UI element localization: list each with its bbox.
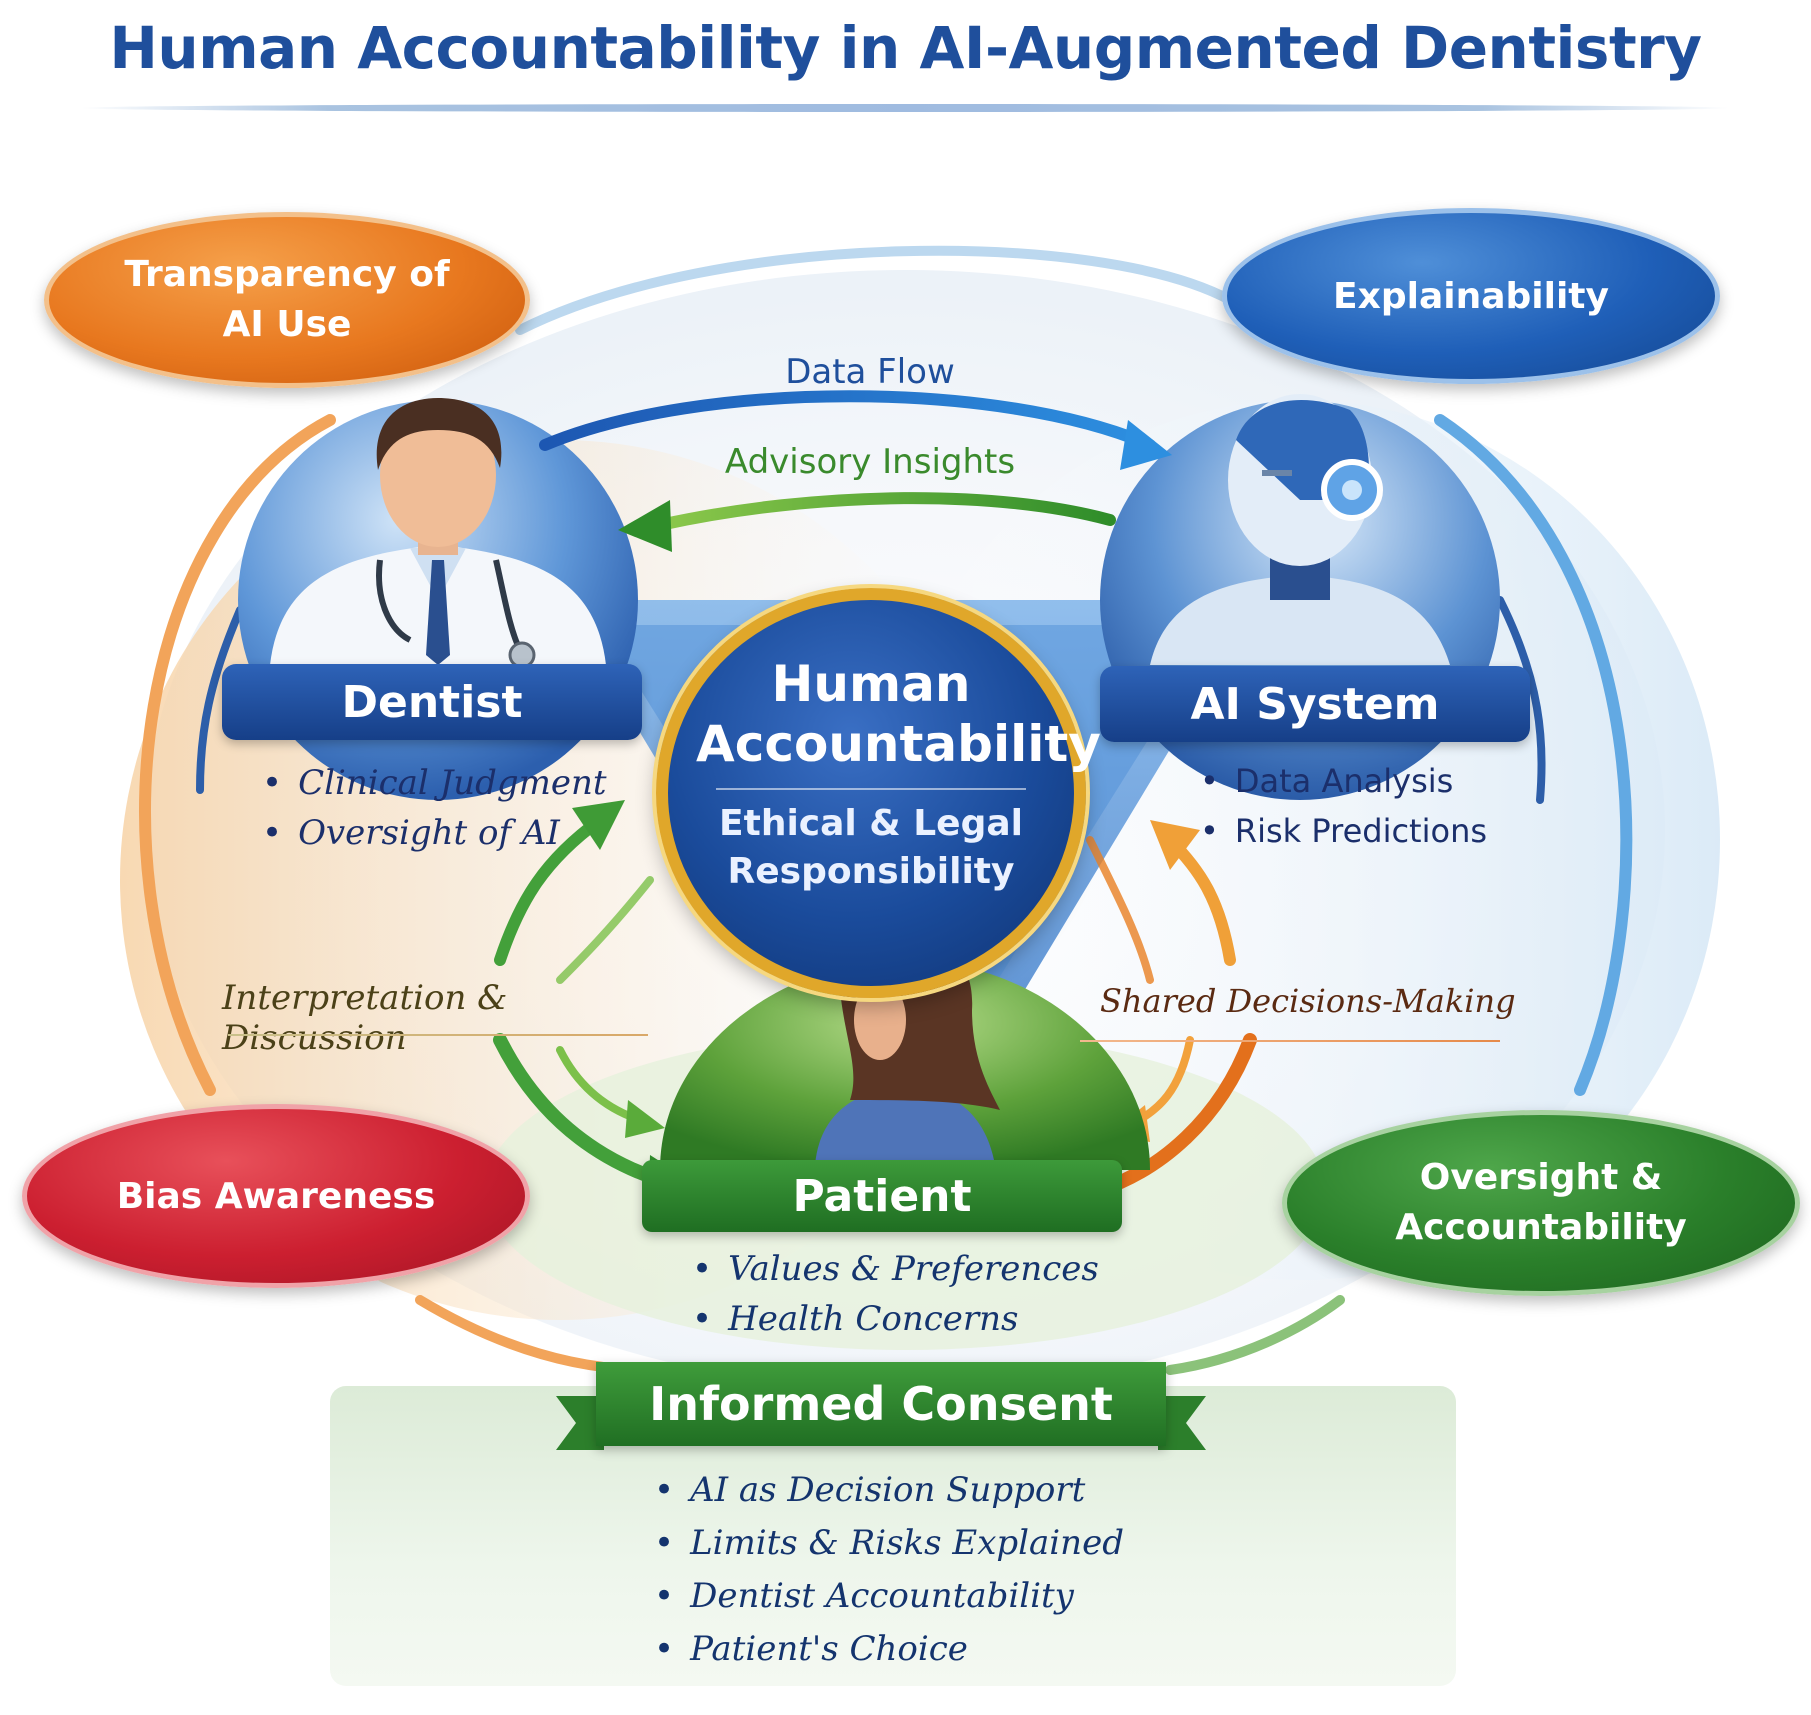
list-item: Dentist Accountability <box>654 1570 1174 1623</box>
patient-label: Patient <box>792 1170 972 1222</box>
informed-consent-label: Informed Consent <box>649 1377 1113 1431</box>
consent-ribbon-tails <box>556 1396 1206 1450</box>
list-item: Values & Preferences <box>692 1244 1112 1294</box>
dentist-banner: Dentist <box>222 664 642 740</box>
title-divider <box>80 104 1730 112</box>
patient-bullets: Values & Preferences Health Concerns <box>692 1244 1112 1344</box>
list-item: Data Analysis <box>1200 756 1600 806</box>
explainability-label: Explainability <box>1333 275 1609 317</box>
ai-system-label: AI System <box>1190 678 1440 730</box>
interpretation-discussion-label: Interpretation & Discussion <box>222 978 508 1058</box>
interpretation-divider <box>228 1034 648 1036</box>
dentist-label: Dentist <box>341 676 523 728</box>
shared-decisions-divider <box>1080 1040 1500 1042</box>
oversight-label: Oversight & Accountability <box>1395 1157 1687 1248</box>
center-title: Human Accountability <box>696 655 1101 773</box>
bias-awareness-oval: Bias Awareness <box>22 1104 530 1288</box>
explainability-oval: Explainability <box>1222 208 1720 384</box>
dentist-avatar <box>270 398 606 669</box>
oversight-oval: Oversight & Accountability <box>1282 1110 1800 1296</box>
dentist-bullets: Clinical Judgment Oversight of AI <box>262 758 622 858</box>
informed-consent-banner: Informed Consent <box>596 1362 1166 1446</box>
data-flow-label: Data Flow <box>785 352 955 392</box>
bias-awareness-label: Bias Awareness <box>116 1175 436 1217</box>
patient-banner: Patient <box>642 1160 1122 1232</box>
list-item: Oversight of AI <box>262 808 622 858</box>
list-item: Limits & Risks Explained <box>654 1517 1174 1570</box>
ai-system-banner: AI System <box>1100 666 1530 742</box>
shared-decisions-label: Shared Decisions-Making <box>1100 982 1516 1020</box>
ai-robot-avatar <box>1150 394 1450 665</box>
list-item: AI as Decision Support <box>654 1464 1174 1517</box>
list-item: Patient's Choice <box>654 1623 1174 1676</box>
list-item: Risk Predictions <box>1200 806 1600 856</box>
ai-system-bullets: Data Analysis Risk Predictions <box>1200 756 1600 856</box>
advisory-insights-label: Advisory Insights <box>724 442 1016 482</box>
human-accountability-circle <box>656 588 1086 998</box>
list-item: Health Concerns <box>692 1294 1112 1344</box>
consent-bullets: AI as Decision Support Limits & Risks Ex… <box>654 1464 1174 1676</box>
transparency-oval: Transparency of AI Use <box>44 212 530 388</box>
center-divider <box>716 788 1026 790</box>
page-title: Human Accountability in AI-Augmented Den… <box>109 14 1702 82</box>
center-subtitle: Ethical & Legal Responsibility <box>719 803 1023 892</box>
transparency-label: Transparency of AI Use <box>124 254 450 345</box>
list-item: Clinical Judgment <box>262 758 622 808</box>
